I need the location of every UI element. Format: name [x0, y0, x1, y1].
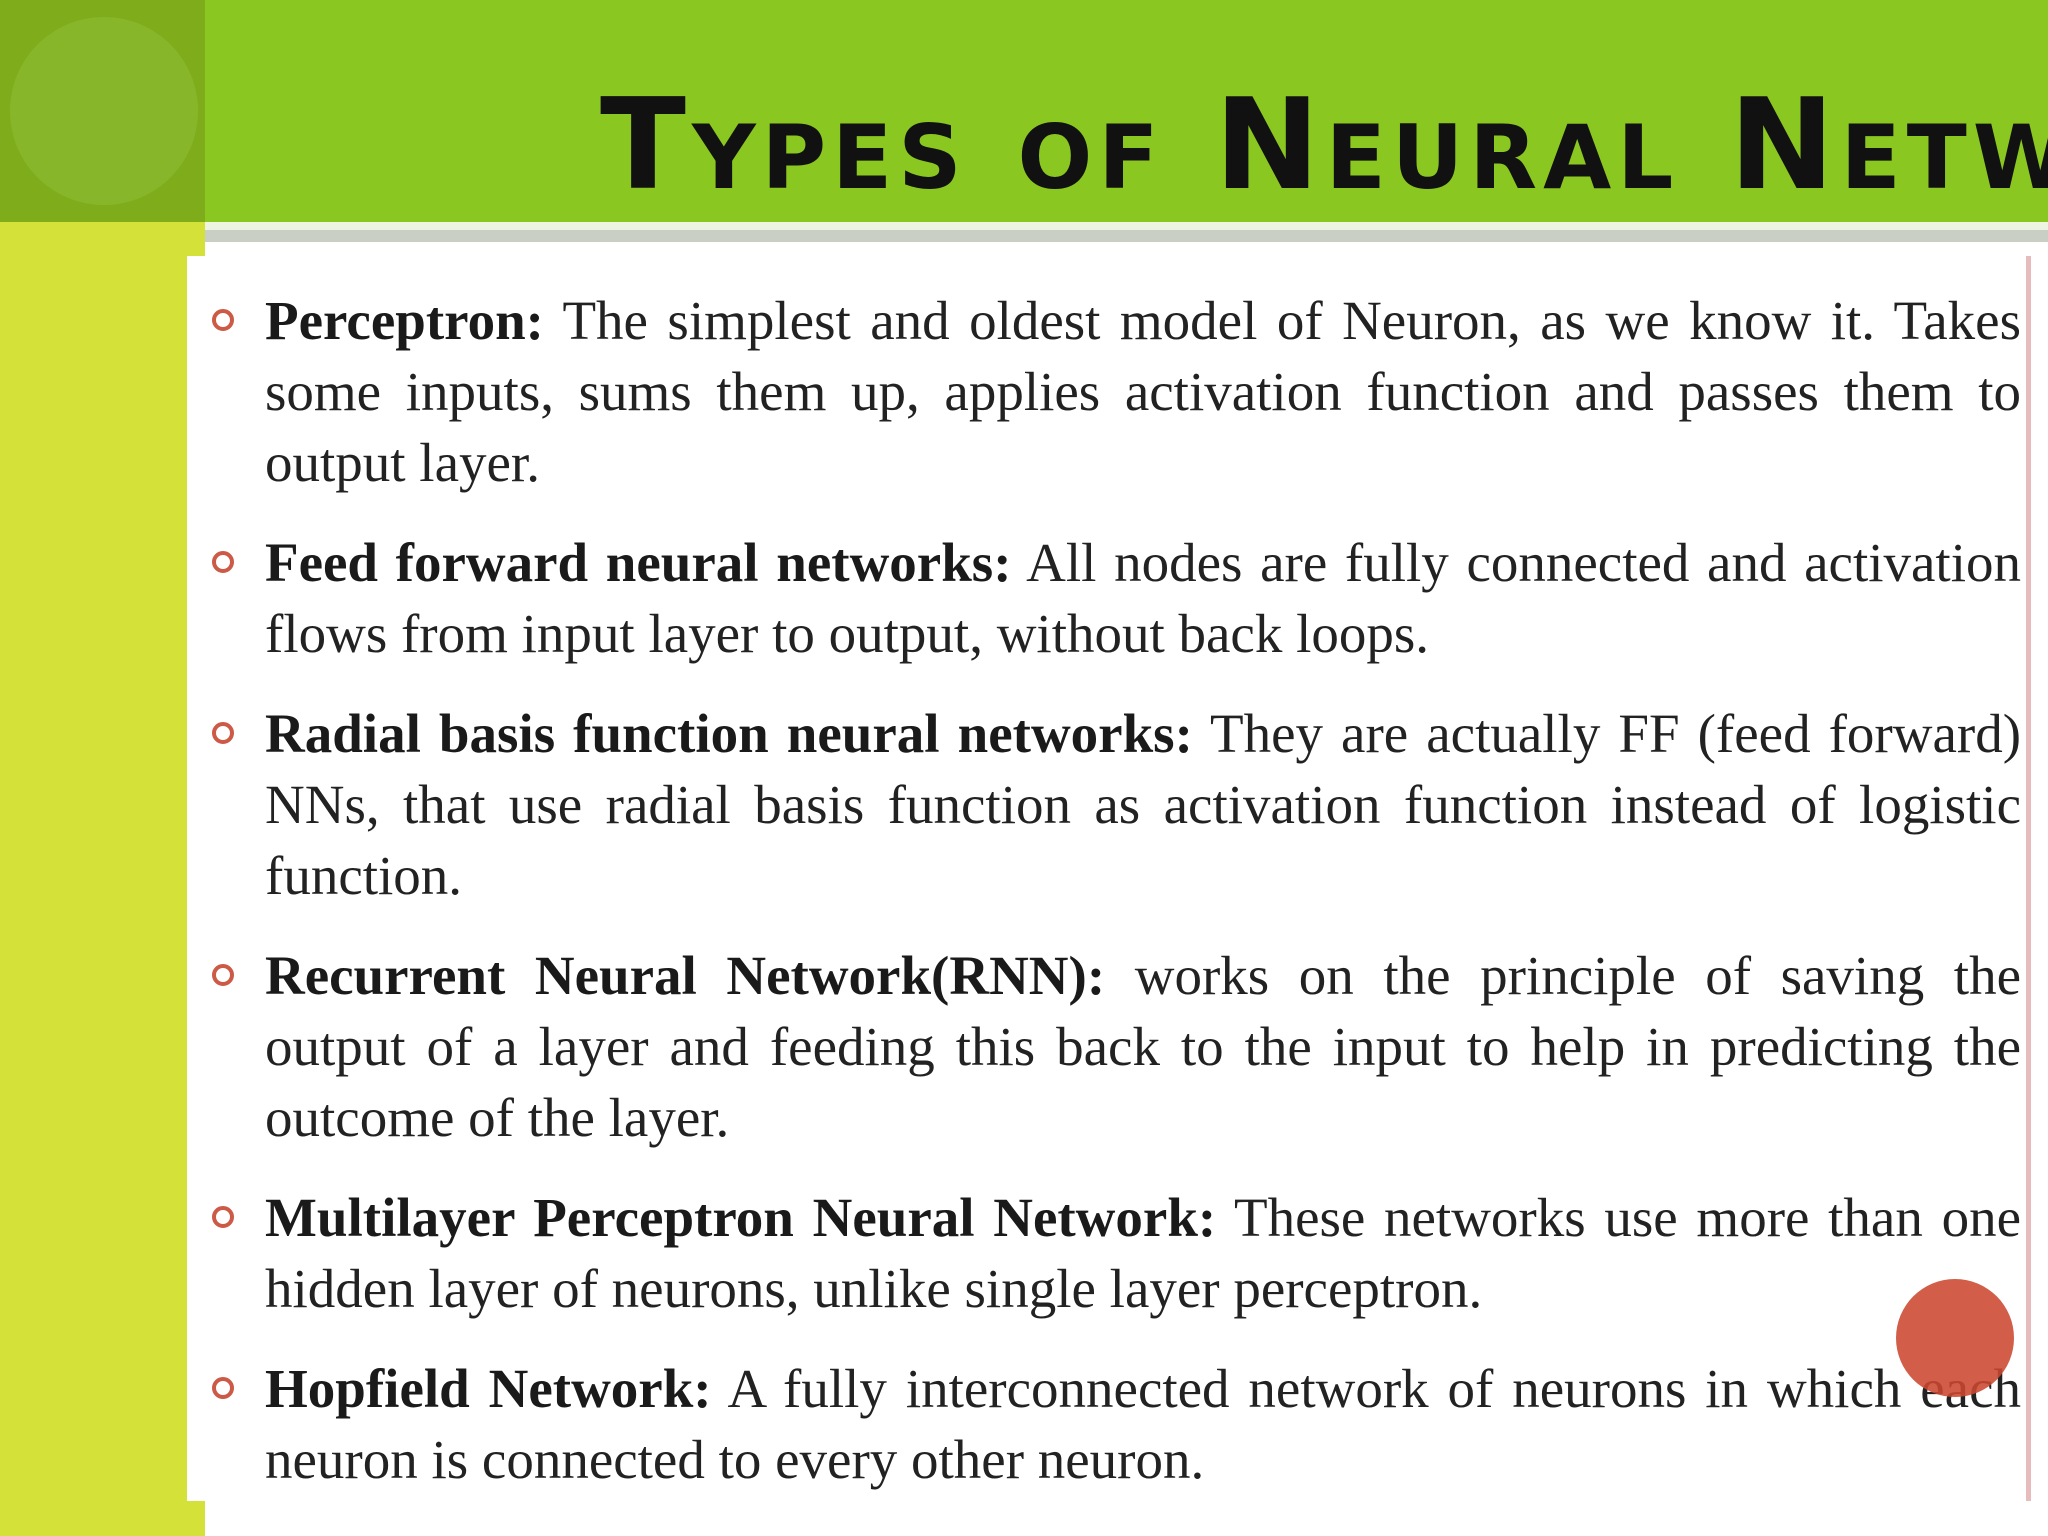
- item-description: All nodes are fully connected and activa…: [265, 532, 2021, 664]
- item-term: Recurrent Neural Network(RNN):: [265, 945, 1106, 1006]
- slide-title: Types of Neural Network: [600, 71, 2048, 218]
- item-description: The simplest and oldest model of Neuron,…: [265, 290, 2021, 493]
- item-term: Perceptron:: [265, 290, 544, 351]
- laser-pointer-dot: [1896, 1279, 2014, 1397]
- bullet-circle-icon: [212, 964, 234, 986]
- content-panel: [187, 256, 2017, 1501]
- bullet-circle-icon: [212, 1206, 234, 1228]
- title-bar: [205, 0, 2048, 222]
- bullet-circle-icon: [212, 722, 234, 744]
- bullet-list: Perceptron: The simplest and oldest mode…: [212, 285, 2022, 1524]
- item-description: They are actually FF (feed forward) NNs,…: [265, 703, 2022, 906]
- list-item-perceptron: Perceptron: The simplest and oldest mode…: [212, 285, 2021, 498]
- item-description: works on the principle of saving the out…: [265, 945, 2021, 1148]
- corner-circle-decoration: [10, 17, 198, 205]
- bullet-circle-icon: [212, 309, 234, 331]
- item-term: Multilayer Perceptron Neural Network:: [265, 1187, 1217, 1248]
- title-divider: [205, 222, 2048, 230]
- list-item-multilayer-perceptron: Multilayer Perceptron Neural Network: Th…: [212, 1182, 2021, 1324]
- item-term: Hopfield Network:: [265, 1358, 712, 1419]
- bullet-circle-icon: [212, 1377, 234, 1399]
- list-item-hopfield: Hopfield Network: A fully interconnected…: [212, 1353, 2021, 1495]
- list-item-radial-basis: Radial basis function neural networks: T…: [212, 698, 2022, 911]
- item-term: Radial basis function neural networks:: [265, 703, 1193, 764]
- list-item-rnn: Recurrent Neural Network(RNN): works on …: [212, 940, 2021, 1153]
- bullet-circle-icon: [212, 551, 234, 573]
- list-item-feed-forward: Feed forward neural networks: All nodes …: [212, 527, 2021, 669]
- title-divider-shadow: [205, 230, 2048, 242]
- item-description: A fully interconnected network of neuron…: [265, 1358, 2021, 1490]
- left-accent-strip: [0, 222, 205, 1536]
- content-right-edge: [2026, 256, 2031, 1501]
- item-term: Feed forward neural networks:: [265, 532, 1012, 593]
- item-description: These networks use more than one hidden …: [265, 1187, 2021, 1319]
